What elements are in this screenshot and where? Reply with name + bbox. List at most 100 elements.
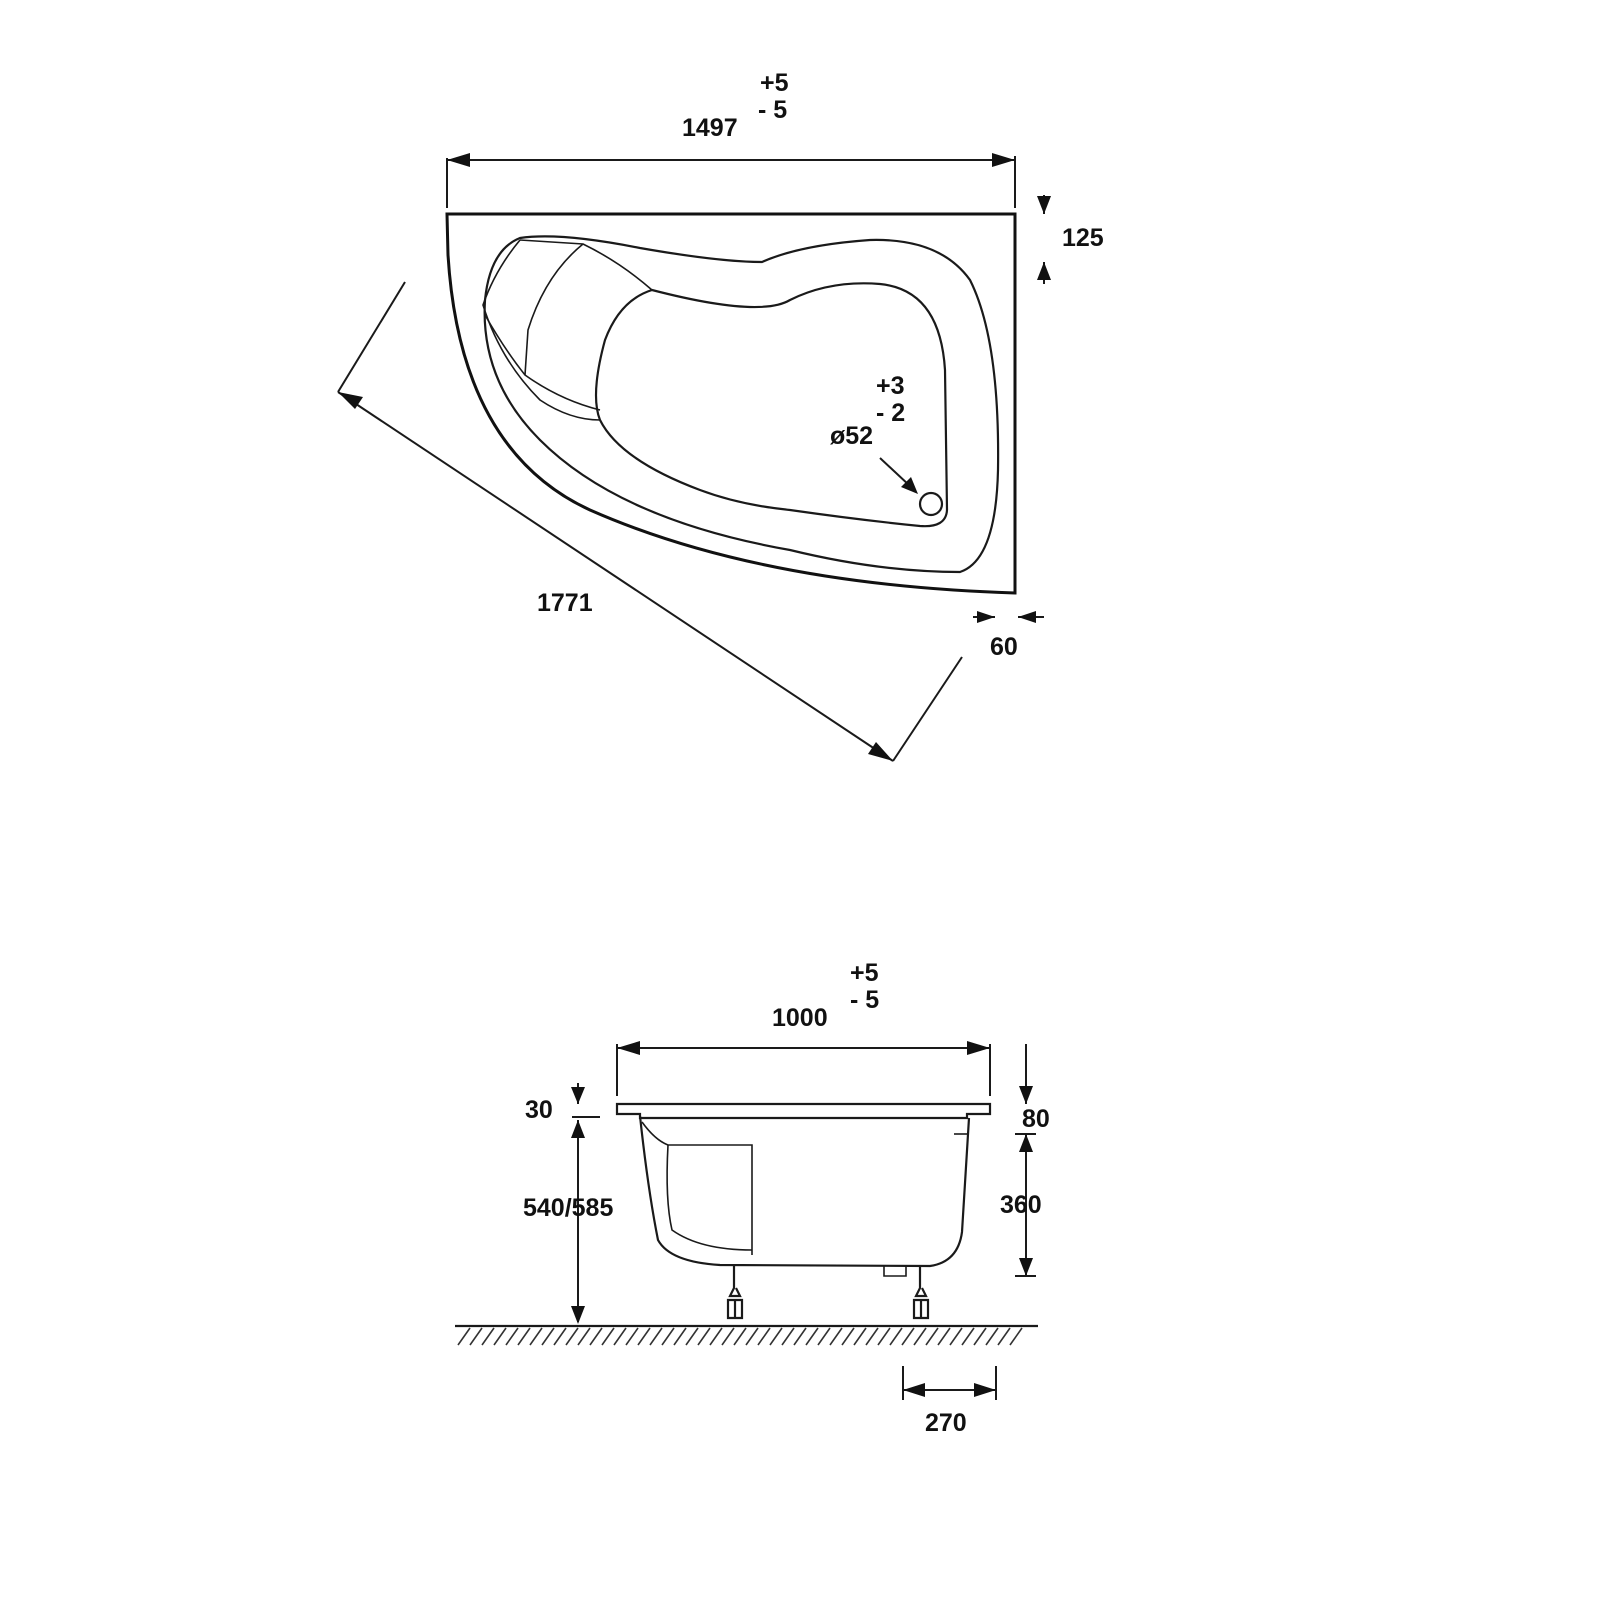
diagonal-label: 1771 (537, 589, 593, 617)
floor-hatch-line (925, 1327, 939, 1346)
basin-depth-label: 360 (1000, 1191, 1042, 1219)
floor-hatch-line (769, 1327, 783, 1346)
plan-width-tol-minus: - 5 (758, 96, 787, 124)
plan-rim-inner (483, 235, 1000, 574)
floor-hatch-line (697, 1327, 711, 1346)
leg-spacing-arrow-right (974, 1383, 996, 1397)
diag-arrow-upper (338, 392, 363, 409)
side-view: 1000 +5 - 5 30 540/585 80 360 270 (455, 959, 1050, 1437)
floor-hatch-line (997, 1327, 1011, 1346)
rim-depth-arrow-bottom (1037, 262, 1051, 280)
floor-hatch-line (841, 1327, 855, 1346)
floor-hatch-line (889, 1327, 903, 1346)
depth-arrow-bottom (1019, 1258, 1033, 1276)
diag-arrow-lower (868, 742, 893, 761)
floor-hatch-line (733, 1327, 747, 1346)
floor-hatch-line (973, 1327, 987, 1346)
apron-height-label: 80 (1022, 1105, 1050, 1133)
side-shell-inner (641, 1121, 753, 1255)
floor-hatch-line (745, 1327, 759, 1346)
diag-dim-line (337, 391, 894, 762)
plan-outer-outline (445, 212, 1017, 595)
leg-spacing-arrow-left (903, 1383, 925, 1397)
floor-hatch-line (721, 1327, 735, 1346)
floor-hatch-line (865, 1327, 879, 1346)
floor-hatch-line (673, 1327, 687, 1346)
total-height-label: 540/585 (523, 1194, 613, 1222)
floor-hatch-line (637, 1327, 651, 1346)
floor-hatch-line (709, 1327, 723, 1346)
plan-backrest-top (519, 239, 653, 291)
floor-hatch-line (553, 1327, 567, 1346)
diag-ext-lower (892, 656, 963, 762)
plan-width-label: 1497 (682, 114, 738, 142)
floor-hatching (457, 1327, 1023, 1346)
floor-hatch-line (781, 1327, 795, 1346)
plan-headrest-divider (524, 243, 584, 376)
floor-hatch-line (877, 1327, 891, 1346)
drain-leader (879, 457, 911, 487)
plan-backrest-inner (484, 314, 601, 411)
floor-hatch-line (901, 1327, 915, 1346)
rim-thickness-label: 30 (525, 1096, 553, 1124)
drain-leader-arrow (901, 477, 918, 494)
floor-hatch-line (793, 1327, 807, 1346)
offset-arrow-right (1018, 611, 1036, 623)
apron-arrow (1019, 1086, 1033, 1104)
floor-hatch-line (1009, 1327, 1023, 1346)
floor-hatch-line (481, 1327, 495, 1346)
floor-hatch-line (577, 1327, 591, 1346)
side-leg-right (912, 1266, 930, 1320)
floor-hatch-line (529, 1327, 543, 1346)
rim-depth-label: 125 (1062, 224, 1104, 252)
depth-arrow-top (1019, 1134, 1033, 1152)
side-width-tol-plus: +5 (850, 959, 879, 987)
floor-hatch-line (505, 1327, 519, 1346)
floor-hatch-line (685, 1327, 699, 1346)
floor-hatch-line (625, 1327, 639, 1346)
side-seat-line (666, 1144, 753, 1251)
floor-hatch-line (853, 1327, 867, 1346)
floor-hatch-line (937, 1327, 951, 1346)
floor-hatch-line (913, 1327, 927, 1346)
floor-hatch-line (985, 1327, 999, 1346)
drain-diameter-label: ø52 (830, 422, 873, 450)
side-shell-outline (638, 1115, 971, 1268)
total-height-arrow-bottom (571, 1306, 585, 1324)
floor-hatch-line (541, 1327, 555, 1346)
floor-hatch-line (649, 1327, 663, 1346)
plan-backrest-outer (482, 239, 601, 421)
drain-tol-plus: +3 (876, 372, 905, 400)
plan-width-arrow-right (992, 153, 1015, 167)
offset-label: 60 (990, 633, 1018, 661)
drain-tol-minus: - 2 (876, 399, 905, 427)
rim-thick-arrow-top (571, 1087, 585, 1104)
side-drain-stub (883, 1266, 907, 1277)
floor-hatch-line (949, 1327, 963, 1346)
plan-width-tol-plus: +5 (760, 69, 789, 97)
total-height-arrow-top (571, 1120, 585, 1138)
floor-hatch-line (805, 1327, 819, 1346)
floor-hatch-line (961, 1327, 975, 1346)
plan-basin-outline (594, 282, 949, 528)
plan-view: 1497 +5 - 5 125 1771 60 ø52 +3 - 2 (337, 69, 1104, 762)
floor-hatch-line (829, 1327, 843, 1346)
floor-hatch-line (757, 1327, 771, 1346)
leg-spacing-label: 270 (925, 1409, 967, 1437)
floor-hatch-line (493, 1327, 507, 1346)
plan-drain-icon (918, 491, 944, 517)
floor-hatch-line (817, 1327, 831, 1346)
floor-hatch-line (601, 1327, 615, 1346)
side-width-arrow-left (617, 1041, 640, 1055)
side-width-tol-minus: - 5 (850, 986, 879, 1014)
diag-ext-upper (337, 281, 406, 393)
plan-width-arrow-left (447, 153, 470, 167)
side-width-arrow-right (967, 1041, 990, 1055)
side-width-label: 1000 (772, 1004, 828, 1032)
floor-hatch-line (613, 1327, 627, 1346)
offset-arrow-left (977, 611, 995, 623)
floor-hatch-line (565, 1327, 579, 1346)
floor-hatch-line (469, 1327, 483, 1346)
